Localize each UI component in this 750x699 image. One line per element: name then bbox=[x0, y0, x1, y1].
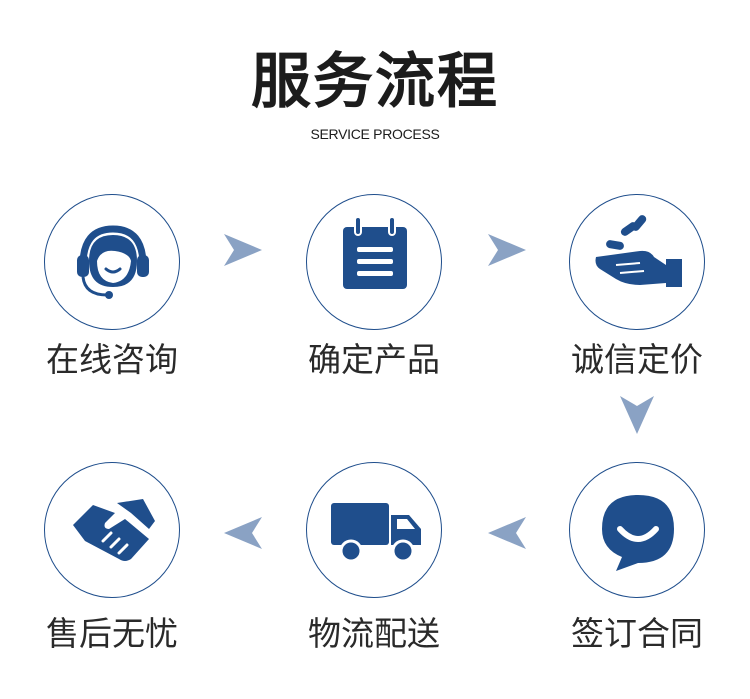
step-circle bbox=[306, 462, 442, 598]
notepad-icon bbox=[343, 216, 407, 289]
step-label: 售后无忧 bbox=[46, 614, 178, 653]
headset-agent-icon bbox=[77, 225, 149, 299]
page-subtitle: SERVICE PROCESS bbox=[310, 126, 440, 142]
step-circle bbox=[569, 462, 705, 598]
step-label: 诚信定价 bbox=[571, 340, 703, 379]
step-label: 物流配送 bbox=[308, 614, 440, 653]
step-circle bbox=[306, 194, 442, 330]
hand-coins-icon bbox=[595, 215, 682, 287]
page-title: 服务流程 bbox=[251, 47, 499, 117]
step-circle bbox=[44, 194, 180, 330]
delivery-truck-icon bbox=[331, 503, 421, 563]
handshake-icon bbox=[73, 499, 155, 561]
arrow-down-icon bbox=[620, 396, 654, 434]
step-label: 在线咨询 bbox=[46, 340, 178, 379]
step-circle bbox=[569, 194, 705, 330]
arrow-left-icon bbox=[224, 517, 262, 549]
arrow-right-icon bbox=[488, 234, 526, 266]
step-label: 签订合同 bbox=[571, 614, 703, 653]
step-label: 确定产品 bbox=[308, 340, 440, 379]
step-circle bbox=[44, 462, 180, 598]
arrow-left-icon bbox=[488, 517, 526, 549]
smile-chat-bubble-icon bbox=[602, 495, 674, 571]
arrow-right-icon bbox=[224, 234, 262, 266]
